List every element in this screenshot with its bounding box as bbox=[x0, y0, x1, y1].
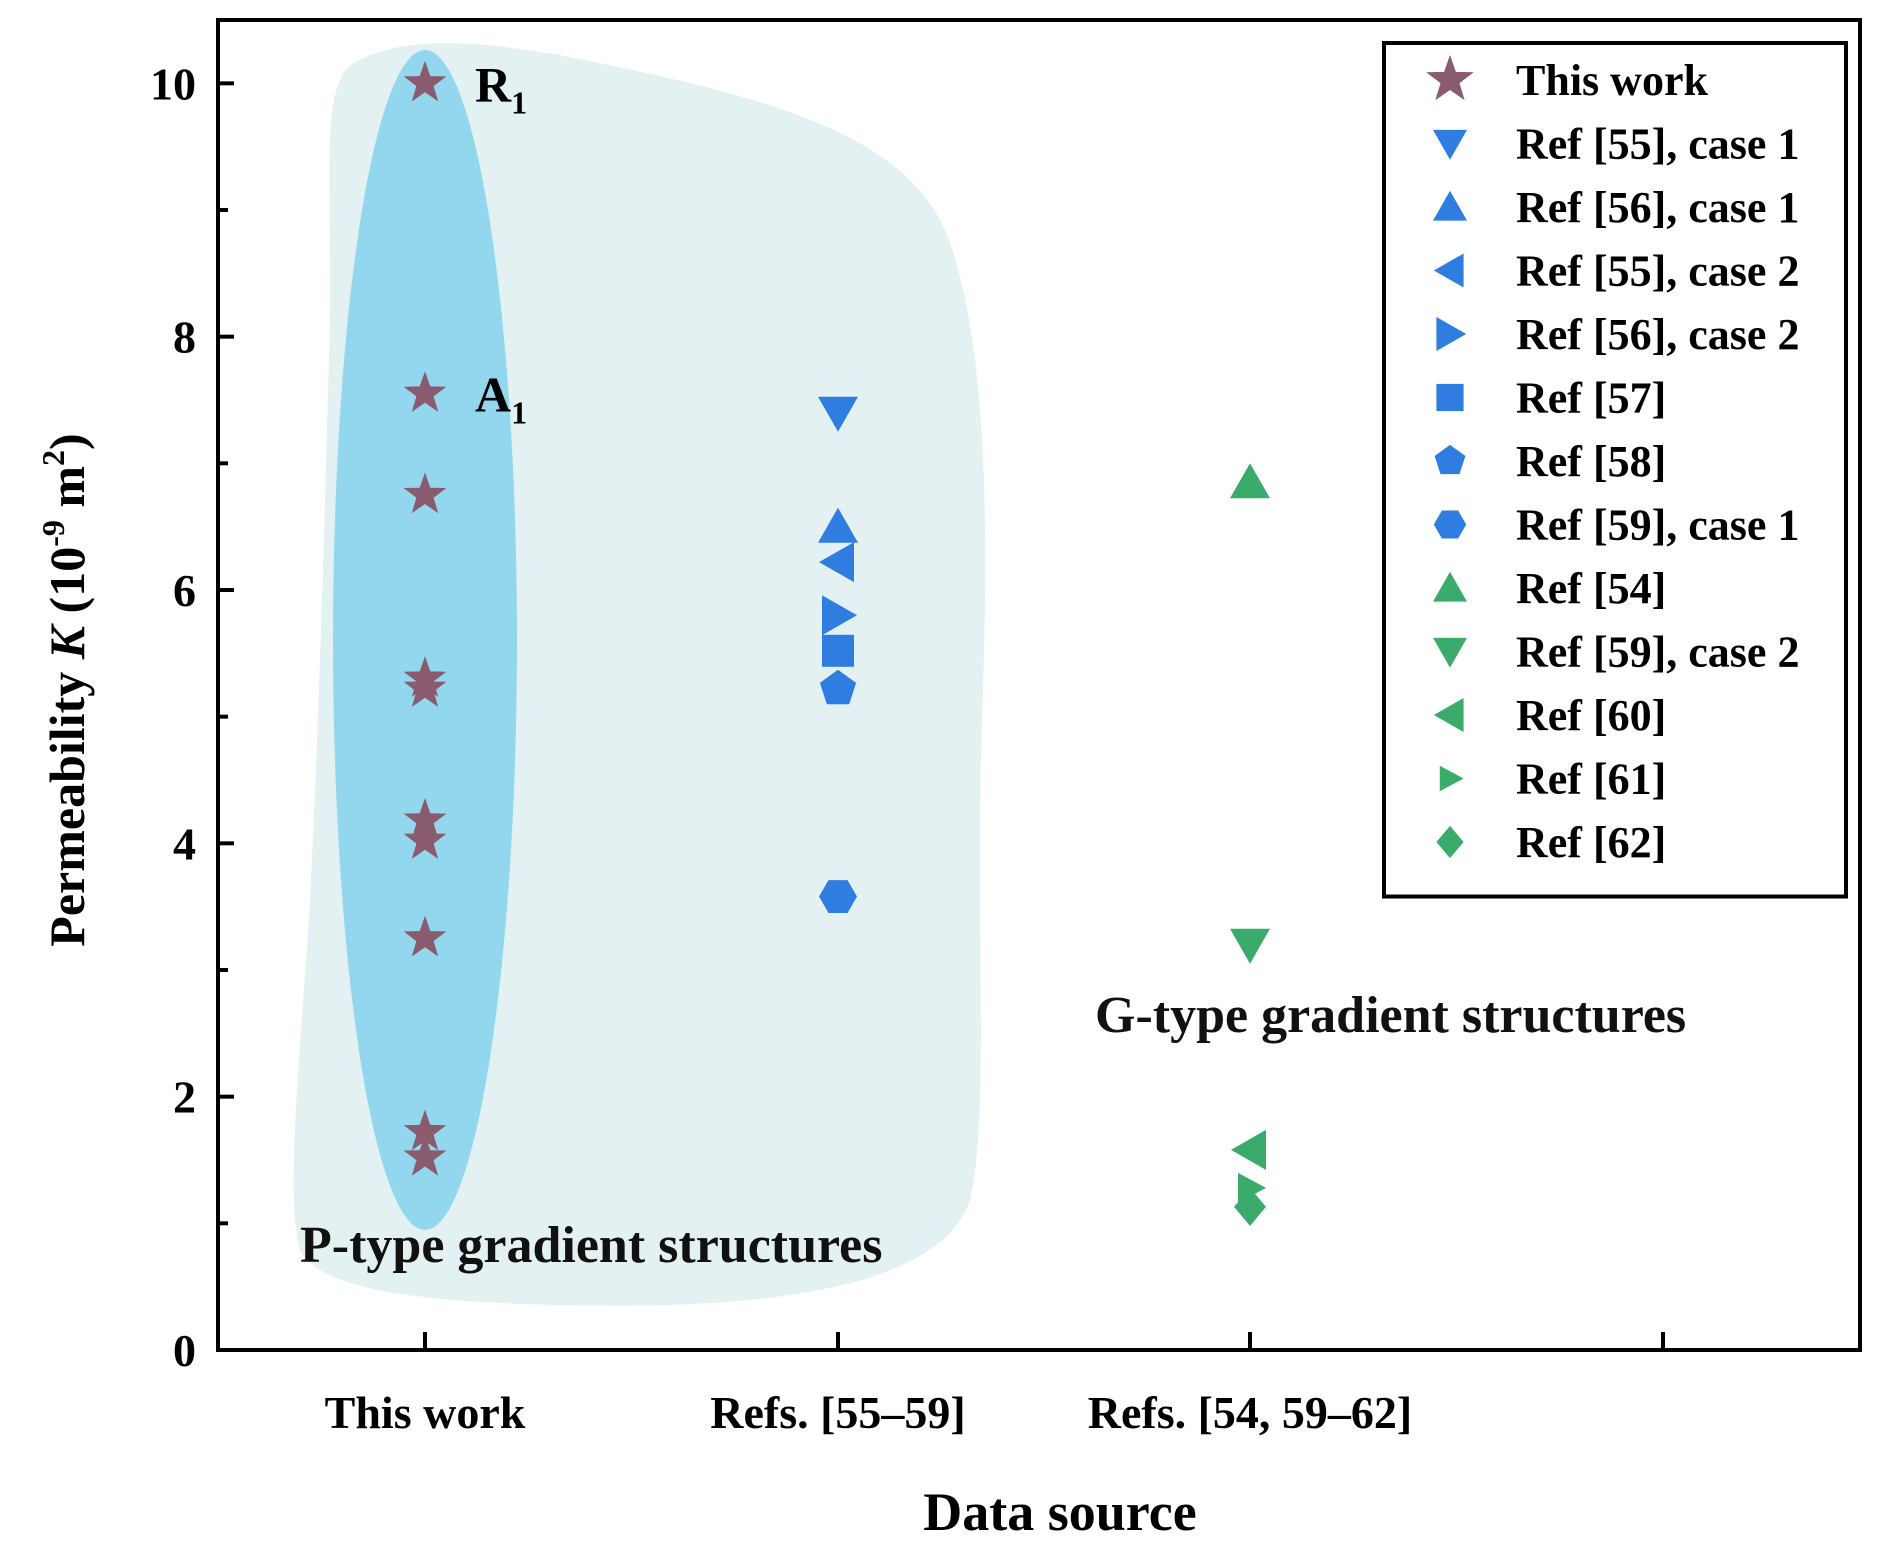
legend-item: Ref [58] bbox=[1434, 437, 1666, 486]
y-tick-label: 4 bbox=[173, 818, 196, 869]
legend-marker bbox=[1436, 825, 1464, 859]
axis-ticks bbox=[218, 81, 1665, 1352]
x-tick-label: Refs. [55–59] bbox=[710, 1387, 966, 1438]
legend-marker bbox=[1436, 317, 1467, 351]
legend-label: Ref [62] bbox=[1516, 818, 1666, 867]
data-point bbox=[819, 669, 857, 705]
legend-item: Ref [57] bbox=[1436, 374, 1666, 423]
legend-item: Ref [56], case 2 bbox=[1436, 310, 1799, 359]
y-axis-label-prefix: Permeability bbox=[39, 659, 95, 946]
y-tick-label: 0 bbox=[173, 1325, 196, 1376]
legend-marker bbox=[1436, 383, 1464, 412]
data-point bbox=[403, 472, 447, 514]
data-point bbox=[822, 595, 857, 636]
x-axis-label: Data source bbox=[923, 1482, 1196, 1542]
data-point bbox=[819, 880, 857, 913]
legend-marker bbox=[1433, 253, 1464, 288]
y-axis-label-unit-mid: m bbox=[39, 466, 95, 520]
legend-item: Ref [55], case 1 bbox=[1433, 120, 1799, 169]
plot-frame bbox=[216, 18, 1862, 1352]
legend-marker bbox=[1434, 444, 1466, 475]
data-point bbox=[818, 396, 858, 432]
y-axis-label-unit-open: (10 bbox=[39, 547, 95, 626]
legend-label: Ref [57] bbox=[1516, 374, 1666, 423]
annotation-subscript: 1 bbox=[511, 395, 527, 431]
y-axis-label: Permeability K (10-9 m2) bbox=[35, 433, 95, 946]
legend-marker bbox=[1433, 637, 1467, 668]
legend-item: Ref [62] bbox=[1436, 818, 1666, 867]
legend-label: Ref [55], case 1 bbox=[1516, 120, 1799, 169]
point-annotation: R1 bbox=[475, 56, 527, 120]
y-tick-label: 10 bbox=[150, 58, 196, 109]
annotation-subscript: 1 bbox=[511, 84, 527, 120]
legend-marker bbox=[1433, 698, 1464, 732]
y-tick-label: 6 bbox=[173, 565, 196, 616]
legend-label: Ref [59], case 1 bbox=[1516, 501, 1799, 550]
data-point bbox=[403, 60, 447, 102]
legend-marker bbox=[1433, 190, 1467, 221]
legend-marker bbox=[1433, 571, 1467, 602]
data-point bbox=[403, 818, 447, 859]
data-point bbox=[1230, 463, 1270, 499]
y-axis-label-unit-exp: 2 bbox=[35, 450, 71, 466]
data-point bbox=[819, 542, 854, 583]
annotation-main: R bbox=[475, 56, 512, 112]
data-markers bbox=[403, 60, 1270, 1226]
legend-item: Ref [59], case 2 bbox=[1433, 628, 1799, 677]
annotation-main: A bbox=[475, 367, 511, 423]
y-axis-label-exponent: -9 bbox=[35, 520, 71, 547]
data-point bbox=[822, 634, 854, 667]
legend-marker bbox=[1426, 55, 1474, 101]
y-tick-label: 8 bbox=[173, 312, 196, 363]
legend-marker bbox=[1433, 129, 1467, 160]
region-annotation: P-type gradient structures bbox=[300, 1217, 883, 1274]
legend-label: Ref [61] bbox=[1516, 755, 1666, 804]
legend-label: This work bbox=[1516, 56, 1708, 105]
legend-item: This work bbox=[1426, 55, 1708, 105]
x-tick-label: This work bbox=[325, 1387, 526, 1438]
legend-item: Ref [55], case 2 bbox=[1433, 247, 1799, 296]
legend-label: Ref [54] bbox=[1516, 564, 1666, 613]
data-point bbox=[403, 371, 447, 412]
region-annotation: G-type gradient structures bbox=[1095, 987, 1686, 1044]
y-tick-label: 2 bbox=[173, 1072, 196, 1123]
legend-label: Ref [56], case 2 bbox=[1516, 310, 1799, 359]
data-point bbox=[1231, 1129, 1266, 1170]
region-group bbox=[293, 43, 986, 1306]
legend-item: Ref [61] bbox=[1439, 755, 1666, 804]
data-point bbox=[403, 666, 447, 707]
legend-item: Ref [60] bbox=[1433, 691, 1666, 740]
legend-label: Ref [56], case 1 bbox=[1516, 183, 1799, 232]
legend-box bbox=[1382, 41, 1848, 899]
data-point bbox=[1230, 928, 1270, 964]
legend-label: Ref [58] bbox=[1516, 437, 1666, 486]
legend-item: Ref [54] bbox=[1433, 564, 1666, 613]
y-axis-label-symbol: K bbox=[39, 622, 95, 660]
data-point bbox=[818, 507, 858, 543]
x-tick-label: Refs. [54, 59–62] bbox=[1088, 1387, 1413, 1438]
data-point bbox=[403, 1135, 447, 1176]
data-point bbox=[403, 1109, 447, 1151]
point-annotation: A1 bbox=[475, 367, 527, 431]
data-point bbox=[403, 915, 447, 957]
data-point bbox=[1234, 1187, 1266, 1226]
legend-item: Ref [56], case 1 bbox=[1433, 183, 1799, 232]
legend-label: Ref [59], case 2 bbox=[1516, 628, 1799, 677]
legend-marker bbox=[1433, 510, 1467, 539]
legend-item: Ref [59], case 1 bbox=[1433, 501, 1799, 550]
legend-label: Ref [55], case 2 bbox=[1516, 247, 1799, 296]
legend-label: Ref [60] bbox=[1516, 691, 1666, 740]
y-axis-label-unit-close: ) bbox=[39, 433, 95, 450]
legend-marker bbox=[1439, 765, 1464, 792]
this-work-region-inner bbox=[333, 50, 517, 1230]
